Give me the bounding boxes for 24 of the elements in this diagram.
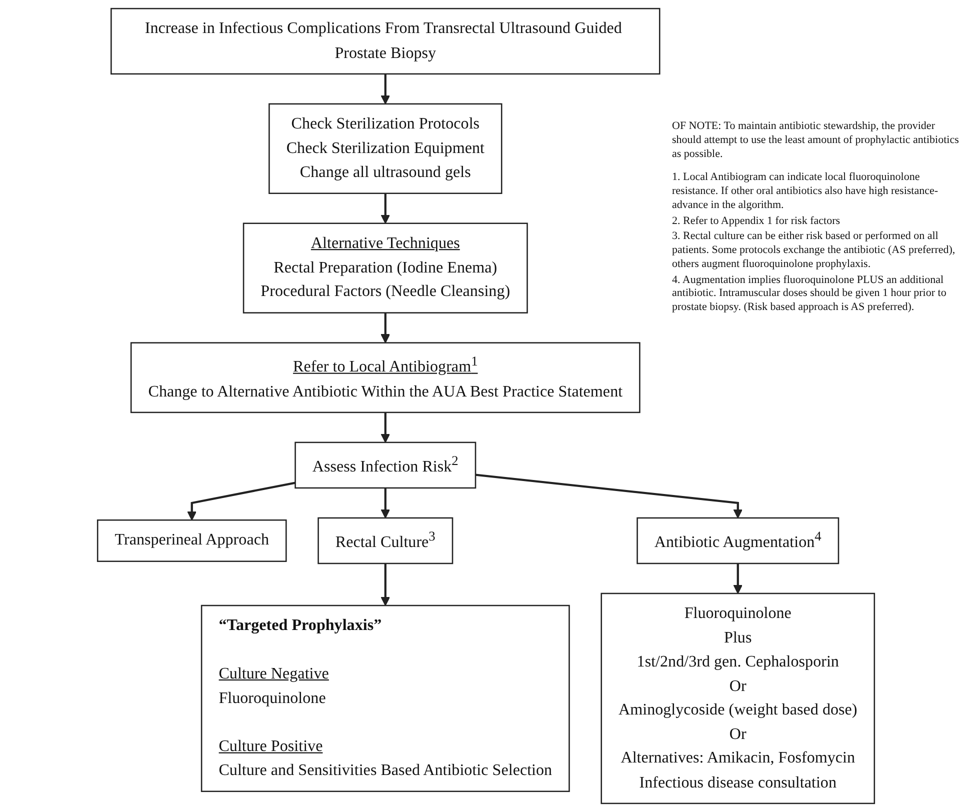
footnote-text: 3. Rectal culture can be either risk based or performed on all patients. Some protocols exchange the antibiotic (AS preferred), others augment fluoroquinolone prophylaxis. — [672, 230, 956, 272]
footnote-text: 1. Local Antibiogram can indicate local fluoroquinolone resistance. If other oral antibiotics also have high resistance- advance in the algorithm. — [672, 171, 940, 212]
node-box — [130, 342, 640, 414]
footnote-text: 2. Refer to Appendix 1 for risk factors — [672, 214, 842, 228]
arrow — [380, 488, 390, 518]
arrow — [380, 312, 390, 344]
arrow — [733, 563, 743, 594]
arrow — [475, 474, 743, 518]
arrow — [380, 412, 390, 443]
arrow — [187, 482, 296, 521]
arrow — [380, 74, 390, 104]
footnote-text: OF NOTE: To maintain antibiotic stewardship, the provider should attempt to use the least amount of prophylactic antibiotics as possible. — [672, 120, 960, 162]
node-box — [200, 604, 570, 792]
node-box — [242, 222, 528, 314]
node-box — [318, 517, 454, 564]
node-box — [96, 519, 287, 562]
node-box — [110, 8, 660, 75]
arrow — [380, 563, 390, 606]
footnote-text: 4. Augmentation implies fluoroquinolone PLUS an additional antibiotic. Intramuscular doses should be given 1 hour prior to prostate biopsy. (Risk based approach is AS preferred). — [672, 274, 948, 315]
node-box — [294, 442, 476, 489]
node-box — [636, 517, 840, 564]
arrow — [380, 193, 390, 224]
node-box — [268, 103, 502, 194]
node-box — [600, 592, 876, 804]
